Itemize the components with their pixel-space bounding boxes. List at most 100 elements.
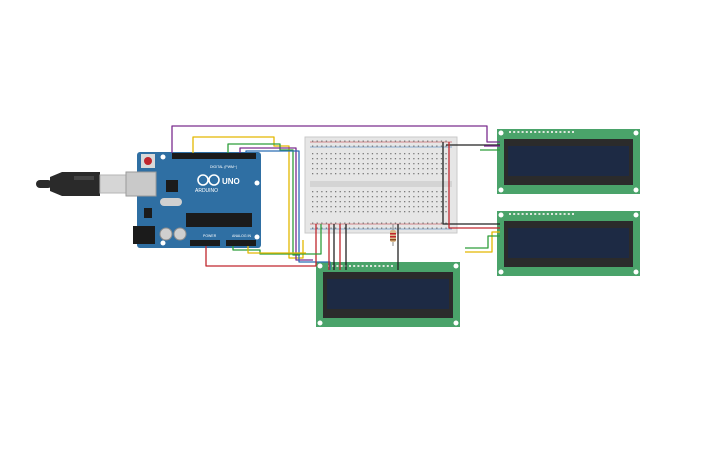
hole[interactable] bbox=[390, 140, 392, 142]
hole[interactable] bbox=[312, 222, 314, 224]
hole[interactable] bbox=[371, 211, 374, 213]
hole[interactable] bbox=[404, 227, 406, 229]
hole[interactable] bbox=[367, 163, 369, 165]
hole[interactable] bbox=[312, 191, 314, 193]
hole[interactable] bbox=[390, 227, 392, 229]
hole[interactable] bbox=[312, 201, 314, 203]
lcd-pin[interactable] bbox=[551, 131, 553, 133]
wire-purple[interactable] bbox=[171, 125, 500, 153]
hole[interactable] bbox=[445, 153, 447, 155]
hole[interactable] bbox=[330, 222, 332, 224]
hole[interactable] bbox=[335, 211, 337, 213]
hole[interactable] bbox=[371, 222, 374, 224]
hole[interactable] bbox=[390, 201, 392, 203]
hole[interactable] bbox=[339, 196, 341, 198]
hole[interactable] bbox=[399, 211, 401, 213]
hole[interactable] bbox=[390, 196, 392, 198]
hole[interactable] bbox=[367, 168, 369, 170]
hole[interactable] bbox=[413, 145, 415, 147]
lcd-pin[interactable] bbox=[361, 265, 364, 267]
hole[interactable] bbox=[399, 196, 401, 198]
hole[interactable] bbox=[316, 153, 318, 155]
hole[interactable] bbox=[348, 173, 351, 175]
lcd-pin[interactable] bbox=[530, 213, 532, 215]
hole[interactable] bbox=[408, 191, 410, 193]
hole[interactable] bbox=[344, 222, 346, 224]
hole[interactable] bbox=[394, 163, 397, 165]
hole[interactable] bbox=[348, 168, 351, 170]
wire-red[interactable] bbox=[205, 224, 317, 267]
digital-header[interactable] bbox=[172, 153, 256, 159]
hole[interactable] bbox=[404, 206, 406, 208]
hole[interactable] bbox=[440, 145, 443, 147]
hole[interactable] bbox=[376, 140, 378, 142]
hole[interactable] bbox=[440, 168, 443, 170]
lcd-pin[interactable] bbox=[572, 213, 574, 215]
hole[interactable] bbox=[353, 211, 355, 213]
hole[interactable] bbox=[422, 168, 424, 170]
hole[interactable] bbox=[404, 191, 406, 193]
hole[interactable] bbox=[325, 173, 328, 175]
hole[interactable] bbox=[404, 168, 406, 170]
hole[interactable] bbox=[445, 227, 447, 229]
hole[interactable] bbox=[353, 153, 355, 155]
hole[interactable] bbox=[330, 191, 332, 193]
hole[interactable] bbox=[316, 211, 318, 213]
hole[interactable] bbox=[362, 211, 364, 213]
hole[interactable] bbox=[381, 153, 383, 155]
hole[interactable] bbox=[440, 222, 443, 224]
hole[interactable] bbox=[335, 153, 337, 155]
hole[interactable] bbox=[312, 140, 314, 142]
lcd-pin[interactable] bbox=[357, 265, 360, 267]
hole[interactable] bbox=[367, 196, 369, 198]
hole[interactable] bbox=[330, 140, 332, 142]
hole[interactable] bbox=[330, 173, 332, 175]
hole[interactable] bbox=[335, 158, 337, 160]
hole[interactable] bbox=[408, 158, 410, 160]
hole[interactable] bbox=[381, 227, 383, 229]
hole[interactable] bbox=[390, 158, 392, 160]
hole[interactable] bbox=[330, 196, 332, 198]
hole[interactable] bbox=[385, 206, 387, 208]
wire-green-2[interactable] bbox=[232, 224, 322, 255]
hole[interactable] bbox=[440, 173, 443, 175]
hole[interactable] bbox=[316, 206, 318, 208]
hole[interactable] bbox=[408, 145, 410, 147]
lcd-pin[interactable] bbox=[555, 213, 558, 215]
hole[interactable] bbox=[330, 145, 332, 147]
hole[interactable] bbox=[316, 173, 318, 175]
hole[interactable] bbox=[413, 168, 415, 170]
hole[interactable] bbox=[445, 201, 447, 203]
hole[interactable] bbox=[381, 211, 383, 213]
hole[interactable] bbox=[417, 227, 420, 229]
hole[interactable] bbox=[399, 158, 401, 160]
hole[interactable] bbox=[325, 211, 328, 213]
hole[interactable] bbox=[427, 153, 429, 155]
hole[interactable] bbox=[413, 211, 415, 213]
hole[interactable] bbox=[371, 191, 374, 193]
hole[interactable] bbox=[330, 206, 332, 208]
lcd-pin[interactable] bbox=[509, 131, 511, 133]
hole[interactable] bbox=[394, 168, 397, 170]
hole[interactable] bbox=[381, 163, 383, 165]
hole[interactable] bbox=[316, 201, 318, 203]
hole[interactable] bbox=[358, 196, 360, 198]
hole[interactable] bbox=[358, 158, 360, 160]
hole[interactable] bbox=[321, 163, 323, 165]
hole[interactable] bbox=[422, 191, 424, 193]
hole[interactable] bbox=[445, 211, 447, 213]
hole[interactable] bbox=[436, 158, 438, 160]
hole[interactable] bbox=[427, 201, 429, 203]
hole[interactable] bbox=[325, 201, 328, 203]
hole[interactable] bbox=[385, 227, 387, 229]
lcd-pin[interactable] bbox=[370, 265, 372, 267]
lcd-pin-header[interactable] bbox=[509, 213, 574, 215]
hole[interactable] bbox=[427, 206, 429, 208]
hole[interactable] bbox=[325, 158, 328, 160]
wire-red-2[interactable] bbox=[448, 142, 500, 229]
hole[interactable] bbox=[440, 163, 443, 165]
hole[interactable] bbox=[353, 206, 355, 208]
hole[interactable] bbox=[376, 206, 378, 208]
hole[interactable] bbox=[445, 145, 447, 147]
hole[interactable] bbox=[440, 201, 443, 203]
